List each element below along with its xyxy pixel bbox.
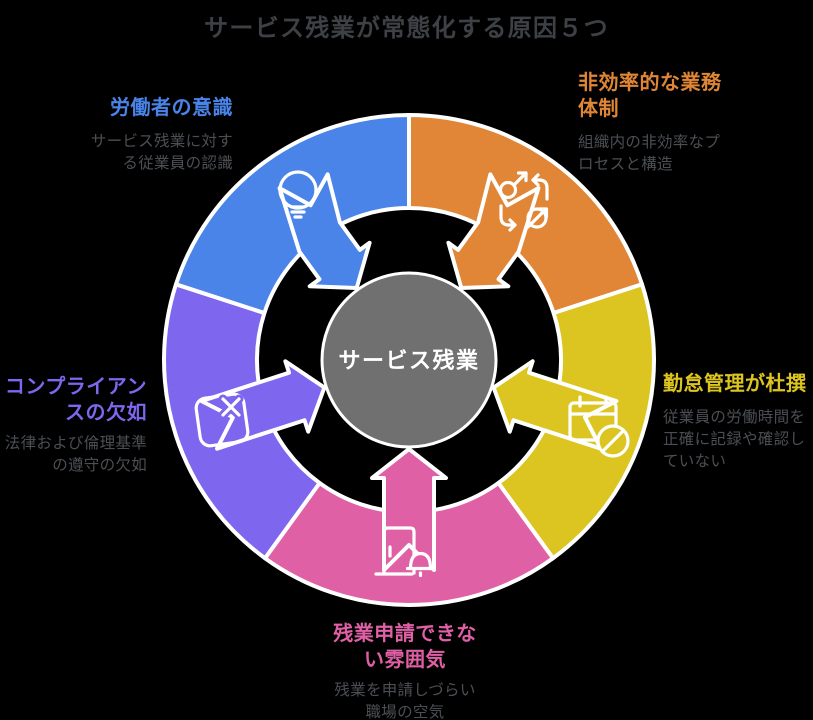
arrow-cant-request-overtime — [370, 447, 448, 572]
center-circle — [320, 271, 498, 449]
label-sloppy-attendance: 勤怠管理が杜撰 従業員の労働時間を 正確に記録や確認し ていない — [663, 371, 807, 473]
label-inefficient-workflow: 非効率的な業務 体制 組織内の非効率なプ ロセスと構造 — [578, 70, 722, 176]
cause-heading: 労働者の意識 — [110, 97, 233, 119]
arrow-sloppy-attendance — [491, 359, 619, 451]
cause-heading: 残業申請できな い雰囲気 — [333, 623, 477, 671]
process-cycle-icon — [498, 171, 549, 232]
label-workers-awareness: 労働者の意識 サービス残業に対す る従業員の認識 — [91, 95, 233, 175]
cause-description: 組織内の非効率なプ ロセスと構造 — [578, 134, 721, 173]
door-bell-icon — [374, 526, 436, 578]
cause-description: サービス残業に対す る従業員の認識 — [90, 133, 233, 172]
arrow-lack-of-compliance — [199, 359, 327, 451]
cause-heading: 勤怠管理が杜撰 — [663, 373, 807, 395]
lightbulb-icon — [278, 170, 318, 219]
cause-description: 残業を申請しづらい 職場の空気 — [334, 682, 476, 720]
arrow-inefficient-workflow — [446, 172, 541, 290]
cause-heading: 非効率的な業務 体制 — [578, 72, 722, 120]
calendar-blocked-icon — [568, 395, 630, 458]
label-lack-of-compliance: コンプライアン スの欠如 法律および倫理基準 の遵守の欠如 — [5, 374, 147, 477]
arrow-workers-awareness — [277, 172, 372, 290]
cause-description: 従業員の労働時間を 正確に記録や確認し ていない — [663, 409, 806, 470]
cause-description: 法律および倫理基準 の遵守の欠如 — [4, 435, 147, 474]
center-label: サービス残業 — [338, 348, 479, 373]
box-remove-icon — [194, 392, 250, 448]
page-title: サービス残業が常態化する原因５つ — [204, 15, 609, 42]
cause-heading: コンプライアン スの欠如 — [4, 376, 147, 424]
label-cant-request-overtime: 残業申請できな い雰囲気 残業を申請しづらい 職場の空気 — [285, 621, 525, 720]
